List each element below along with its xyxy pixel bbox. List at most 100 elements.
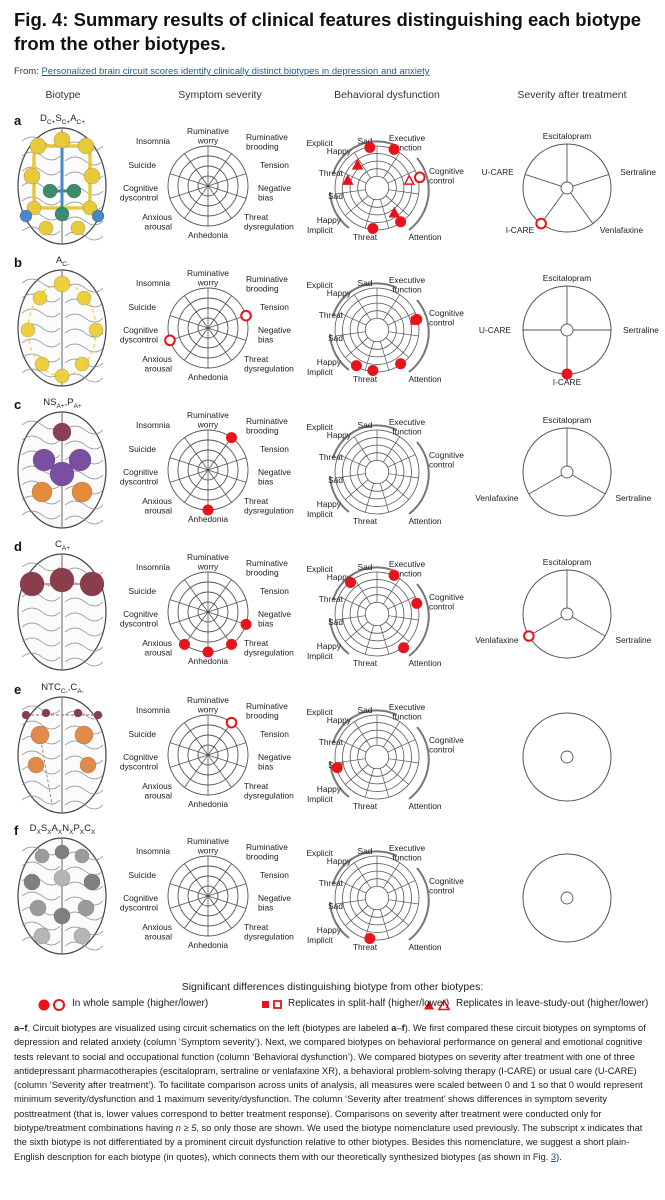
wheel-spoke [207,173,247,187]
biotype-subscript: C+ [61,118,71,126]
column-header-biotype: Biotype [45,89,81,101]
wheel-spoke [383,578,401,605]
behavior-label: Attention [408,801,441,811]
brain-gyrus [64,740,104,750]
wheel-spoke [387,596,416,610]
circuit-node [83,167,101,185]
severity-after-treatment-wheel [522,853,612,943]
behavior-label: Sad [358,562,373,572]
circuit-node [73,927,91,945]
circuit-node [32,290,48,306]
wheel-spoke [364,909,375,939]
legend-open-circle [53,999,65,1011]
caption-panel-f: f [401,1023,405,1033]
treatment-label: Venlafaxine [475,635,519,645]
symptom-label: Tension [260,870,289,880]
brain-gyrus [64,216,104,226]
explicit-arc [332,140,398,175]
wheel-spoke [388,331,419,337]
wheel-ring [364,601,390,627]
caption-part-2: ). We first compared these circuit bioty… [14,1023,646,1134]
behavior-marker [388,143,400,155]
symptom-marker [178,638,190,650]
circuit-node [42,183,58,199]
brain-gyrus [64,612,104,622]
behavior-label: Explicit [306,138,333,148]
behavior-marker [364,141,376,153]
behavior-label: Threat [353,801,378,811]
behavior-marker [410,316,420,325]
brain-gyrus [64,627,104,637]
wheel-center [560,891,574,905]
explicit-arc [332,709,398,744]
wheel-spoke [345,621,369,642]
brain-gyrus [64,800,104,810]
source-article-link[interactable]: Personalized brain circuit scores identi… [41,66,430,77]
caption-fig3-link[interactable]: 3 [550,1151,557,1162]
wheel-spoke [184,295,209,329]
wheel-spoke [169,611,209,625]
symptom-label: Insomnia [136,278,170,288]
biotype-label: DC+SC+AC+ [0,113,125,126]
circuit-node [31,481,53,503]
brain-gyrus [64,657,104,667]
circuit-node [30,725,50,745]
behavior-label: Attention [408,658,441,668]
circuit-node [21,710,31,720]
wheel-spoke [169,457,209,471]
wheel-spoke [184,722,209,756]
biotype-letter: NS [43,397,57,408]
behavior-label: Happy [317,357,342,367]
brain-schematic [17,696,107,814]
circuit-node [74,725,94,745]
wheel-spoke [207,611,232,645]
behavior-label: Happy [327,430,352,440]
symptom-label: Tension [260,444,289,454]
behavior-label: Sad [328,617,343,627]
wheel-spoke [338,880,367,894]
wheel-spoke [184,153,209,187]
wheel-spoke [184,437,209,471]
wheel-spoke [184,185,209,219]
wheel-spoke [387,312,416,326]
behavior-label: Attention [408,232,441,242]
wheel-spoke [353,436,371,463]
panel-letter: f [14,823,19,838]
wheel-spoke [335,331,366,337]
wheel-spoke [364,199,375,229]
brain-gyrus [21,151,61,161]
symptom-label: Anhedonia [188,372,228,382]
brain-gyrus [64,156,104,166]
wheel-spoke [169,185,209,199]
legend-whole-sample: In whole sample (higher/lower) [72,998,209,1009]
behavior-label: Happy [317,499,342,509]
brain-gyrus [21,652,61,662]
wheel-spoke [169,742,209,756]
brain-gyrus [21,921,61,931]
wheel-spoke [338,739,367,753]
general-arc [408,867,430,941]
biotype-label: NTCC-,CA- [0,682,125,695]
wheel-spoke [345,479,369,500]
wheel-spoke [388,615,419,621]
biotype-subscript: X [79,828,85,836]
biotype-letter: NTC [41,682,61,693]
symptom-label: Tension [260,729,289,739]
treatment-marker [523,630,535,642]
behavior-label: Attention [408,942,441,952]
biotype-letter: C [54,539,62,550]
implicit-arc [329,191,350,229]
behavior-marker [398,642,410,654]
